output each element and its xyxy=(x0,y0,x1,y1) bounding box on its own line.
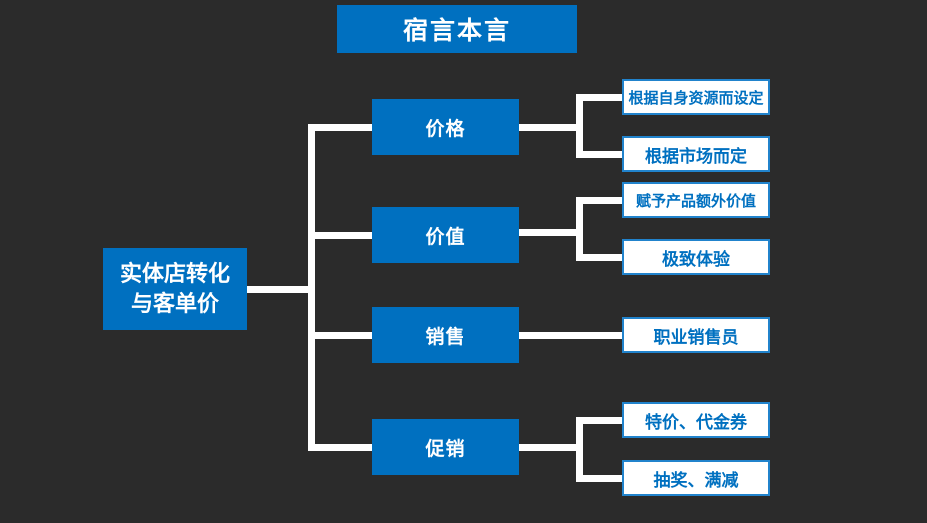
diagram-title: 宿言本言 xyxy=(337,5,577,53)
diagram-title-label: 宿言本言 xyxy=(402,17,511,45)
connector-price-leaf2 xyxy=(576,150,622,158)
branch-node-value: 价值 xyxy=(372,207,519,263)
leaf-node-promo-1-label: 特价、代金券 xyxy=(645,412,747,432)
connector-value-split-h xyxy=(519,228,583,236)
connector-price-split-v xyxy=(576,93,583,158)
leaf-node-value-1: 赋予产品额外价值 xyxy=(622,182,770,218)
connector-value-leaf1 xyxy=(576,196,622,204)
leaf-node-sales-1: 职业销售员 xyxy=(622,317,770,353)
leaf-node-price-1: 根据自身资源而设定 xyxy=(622,79,770,115)
leaf-node-price-2: 根据市场而定 xyxy=(622,136,770,172)
root-node: 实体店转化 与客单价 xyxy=(103,248,247,330)
connector-trunk-price xyxy=(308,123,372,131)
branch-node-sales: 销售 xyxy=(372,307,519,363)
leaf-node-promo-1: 特价、代金券 xyxy=(622,402,770,438)
connector-trunk xyxy=(308,123,315,451)
connector-promo-split-h xyxy=(519,443,583,451)
leaf-node-price-1-label: 根据自身资源而设定 xyxy=(628,89,764,107)
root-node-line1: 实体店转化 xyxy=(119,261,230,287)
connector-price-split-h xyxy=(519,123,583,131)
connector-value-leaf2 xyxy=(576,253,622,261)
connector-trunk-promo xyxy=(308,443,372,451)
leaf-node-value-2: 极致体验 xyxy=(622,239,770,275)
root-node-line2: 与客单价 xyxy=(130,291,219,316)
connector-promo-split-v xyxy=(576,416,583,482)
branch-node-promo: 促销 xyxy=(372,419,519,475)
leaf-node-promo-2: 抽奖、满减 xyxy=(622,460,770,496)
branch-node-value-label: 价值 xyxy=(425,226,466,248)
leaf-node-value-1-label: 赋予产品额外价值 xyxy=(635,192,756,210)
connector-price-leaf1 xyxy=(576,93,622,101)
connector-trunk-sales xyxy=(308,331,372,339)
branch-node-promo-label: 促销 xyxy=(425,438,466,460)
connector-root-trunk xyxy=(247,285,315,293)
connector-promo-leaf2 xyxy=(576,474,622,482)
leaf-node-price-2-label: 根据市场而定 xyxy=(645,146,747,166)
connector-sales-leaf xyxy=(519,331,622,339)
leaf-node-sales-1-label: 职业销售员 xyxy=(653,327,739,347)
branch-node-sales-label: 销售 xyxy=(425,326,466,348)
branch-node-price-label: 价格 xyxy=(425,118,466,140)
leaf-node-promo-2-label: 抽奖、满减 xyxy=(653,470,739,490)
connector-value-split-v xyxy=(576,196,583,261)
connector-promo-leaf1 xyxy=(576,416,622,424)
branch-node-price: 价格 xyxy=(372,99,519,155)
leaf-node-value-2-label: 极致体验 xyxy=(662,249,730,269)
connector-trunk-value xyxy=(308,231,372,239)
